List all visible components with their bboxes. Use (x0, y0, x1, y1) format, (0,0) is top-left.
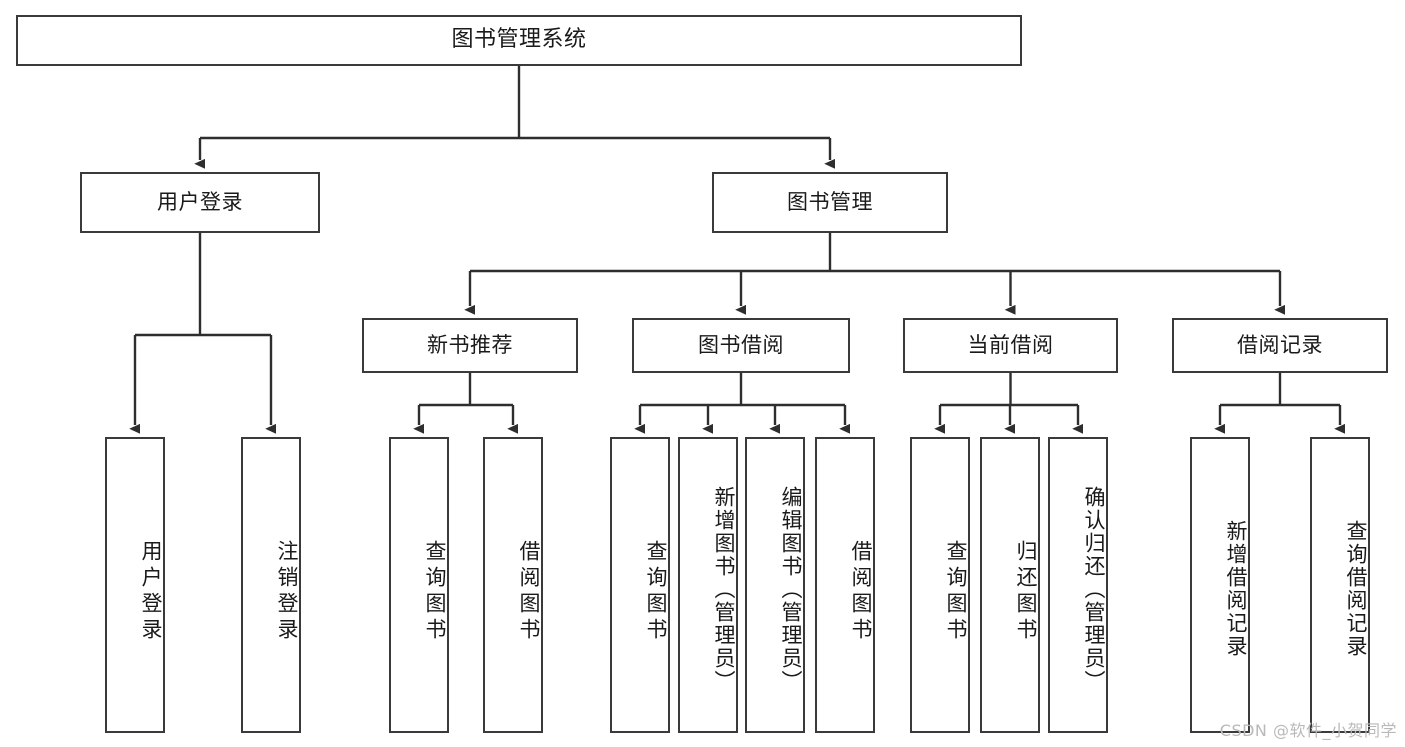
node-label: 查询图书 (423, 540, 447, 644)
node-leaf-query-book-3[interactable]: 查询图书 (910, 437, 970, 733)
node-leaf-add-book[interactable]: 新增图书（管理员） (678, 437, 738, 733)
node-label: 用户登录 (157, 189, 243, 214)
node-new-book-recommend[interactable]: 新书推荐 (362, 318, 578, 373)
node-label: 查询借阅记录 (1344, 520, 1368, 658)
node-label: 借阅记录 (1237, 332, 1323, 357)
node-leaf-add-record[interactable]: 新增借阅记录 (1190, 437, 1250, 733)
node-current-borrow[interactable]: 当前借阅 (903, 318, 1118, 373)
node-label: 归还图书 (1014, 540, 1038, 644)
node-book-manage[interactable]: 图书管理 (712, 172, 948, 233)
node-label: 注销登录 (275, 540, 299, 644)
csdn-watermark: CSDN @软件_小贺同学 (1219, 721, 1397, 740)
node-label: 借阅图书 (517, 540, 541, 644)
node-borrow-record[interactable]: 借阅记录 (1172, 318, 1388, 373)
node-label: 用户登录 (139, 540, 163, 644)
node-leaf-edit-book[interactable]: 编辑图书（管理员） (745, 437, 805, 733)
node-label: 图书借阅 (698, 332, 784, 357)
node-label: 编辑图书（管理员） (779, 485, 803, 693)
node-book-borrow[interactable]: 图书借阅 (632, 318, 850, 373)
node-leaf-user-login[interactable]: 用户登录 (105, 437, 165, 733)
node-user-login[interactable]: 用户登录 (80, 172, 320, 233)
node-label: 图书管理 (787, 189, 873, 214)
node-leaf-return-book[interactable]: 归还图书 (980, 437, 1040, 733)
node-label: 查询图书 (644, 540, 668, 644)
node-leaf-borrow-book-1[interactable]: 借阅图书 (483, 437, 543, 733)
node-leaf-query-record[interactable]: 查询借阅记录 (1310, 437, 1370, 733)
node-label: 新书推荐 (427, 332, 513, 357)
node-label: 借阅图书 (849, 540, 873, 644)
node-leaf-borrow-book-2[interactable]: 借阅图书 (815, 437, 875, 733)
node-leaf-query-book-1[interactable]: 查询图书 (389, 437, 449, 733)
node-label: 新增图书（管理员） (712, 485, 736, 693)
node-leaf-query-book-2[interactable]: 查询图书 (610, 437, 670, 733)
node-leaf-logout[interactable]: 注销登录 (241, 437, 301, 733)
node-label: 查询图书 (944, 540, 968, 644)
node-label: 确认归还（管理员） (1082, 485, 1106, 693)
node-leaf-confirm-return[interactable]: 确认归还（管理员） (1048, 437, 1108, 733)
root-node-book-management-system[interactable]: 图书管理系统 (16, 15, 1022, 66)
node-label: 当前借阅 (967, 332, 1054, 357)
node-label: 新增借阅记录 (1224, 520, 1248, 658)
